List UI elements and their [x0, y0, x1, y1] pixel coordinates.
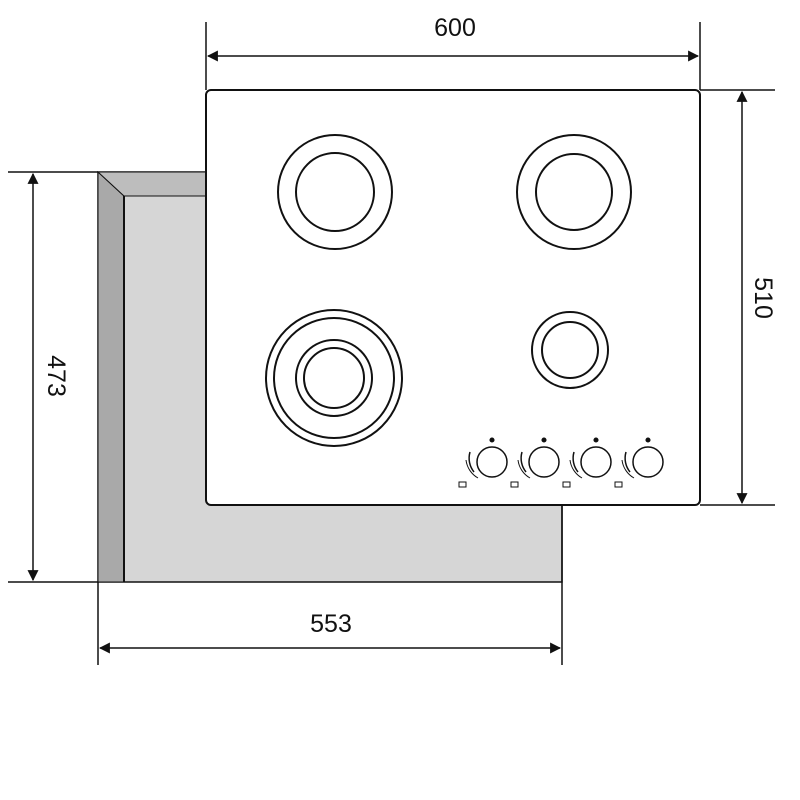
burner-bottom-right — [531, 311, 609, 389]
cutout-depth-label: 473 — [42, 355, 70, 397]
hob-depth-label: 510 — [749, 277, 777, 319]
burner-bottom-left — [265, 309, 403, 447]
cutout-width-label: 553 — [310, 610, 352, 638]
hob-plate — [205, 89, 701, 506]
dimension-hob-depth — [700, 89, 775, 506]
knob-3 — [562, 437, 612, 488]
cutout-bevel-left — [97, 170, 125, 583]
dimension-hob-width — [205, 22, 701, 90]
knob-1 — [458, 437, 508, 488]
burner-top-right — [516, 134, 632, 250]
burner-top-left — [277, 134, 393, 250]
hob-width-label: 600 — [434, 14, 476, 42]
control-knobs — [458, 437, 664, 488]
knob-4 — [614, 437, 664, 488]
knob-2 — [510, 437, 560, 488]
dimension-cutout-width — [97, 505, 563, 665]
dimension-cutout-depth — [8, 171, 98, 583]
